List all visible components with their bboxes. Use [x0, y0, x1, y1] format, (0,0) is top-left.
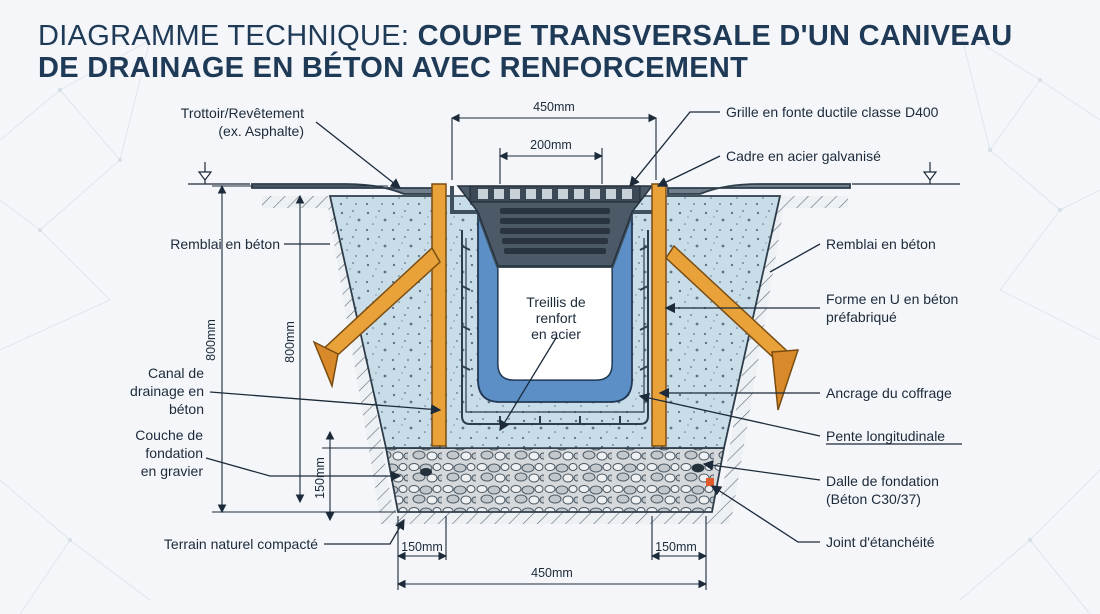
label-couche-1: Couche de	[135, 427, 203, 443]
dimension-offset-right: 150mm	[650, 516, 708, 590]
label-pente: Pente longitudinale	[826, 428, 945, 444]
dim-top-width-label: 450mm	[533, 100, 575, 114]
label-treillis-3: en acier	[531, 326, 581, 342]
leader-lines	[205, 111, 821, 545]
label-canal-1: Canal de	[148, 365, 204, 381]
dim-depth-outer-label: 800mm	[204, 319, 218, 361]
ductile-iron-grate	[469, 185, 641, 254]
label-couche-3: en gravier	[141, 463, 204, 479]
label-canal-2: drainage en	[130, 383, 204, 399]
label-couche-2: fondation	[145, 445, 203, 461]
label-grille: Grille en fonte ductile classe D400	[726, 104, 939, 120]
label-forme-1: Forme en U en béton	[826, 291, 958, 307]
title-prefix: DIAGRAMME TECHNIQUE:	[38, 20, 418, 52]
dim-offset-left-label: 150mm	[401, 540, 443, 554]
seal-joint-marker	[706, 478, 714, 486]
dimension-grate-width: 200mm	[498, 138, 604, 184]
title-main: COUPE TRANSVERSALE D'UN CANIVEAU DE DRAI…	[38, 20, 1013, 84]
dimension-depth-outer: 800mm	[204, 184, 396, 514]
dimension-bottom-width: 450mm	[396, 566, 708, 589]
page-title: DIAGRAMME TECHNIQUE: COUPE TRANSVERSALE …	[38, 20, 1038, 84]
label-ancrage: Ancrage du coffrage	[826, 385, 952, 401]
label-dalle-1: Dalle de fondation	[826, 473, 939, 489]
dimension-top-width: 450mm	[450, 100, 658, 180]
label-remblai-left: Remblai en béton	[170, 236, 280, 252]
label-trottoir-example: (ex. Asphalte)	[218, 123, 304, 139]
concrete-backfill	[328, 195, 441, 449]
label-treillis-1: Treillis de	[526, 294, 586, 310]
label-joint: Joint d'étanchéité	[826, 534, 935, 550]
dimension-offset-left: 150mm	[396, 516, 448, 590]
ground-level-symbol-right	[852, 162, 960, 185]
label-terrain: Terrain naturel compacté	[164, 536, 318, 552]
dim-bottom-width-label: 450mm	[531, 566, 573, 580]
label-dalle-2: (Béton C30/37)	[826, 491, 921, 507]
label-canal-3: béton	[169, 401, 204, 417]
dimension-depth-inner: 800mm	[283, 194, 305, 504]
dim-grate-width-label: 200mm	[530, 138, 572, 152]
dim-gravel-label: 150mm	[313, 457, 327, 499]
label-forme-2: préfabriqué	[826, 309, 897, 325]
gravel-foundation-layer	[384, 447, 726, 513]
natural-ground-hatching	[262, 196, 848, 524]
gravel-dark-stone	[420, 468, 432, 476]
steel-reinforcement-mesh	[461, 230, 649, 425]
dim-offset-right-label: 150mm	[655, 540, 697, 554]
label-treillis-2: renfort	[536, 310, 577, 326]
ground-level-symbol-left	[188, 162, 250, 185]
dim-depth-inner-label: 800mm	[283, 321, 297, 363]
label-remblai-right: Remblai en béton	[826, 236, 936, 252]
formwork-bracing	[312, 183, 800, 447]
label-trottoir: Trottoir/Revêtement	[181, 105, 304, 121]
label-cadre: Cadre en acier galvanisé	[726, 148, 881, 164]
gravel-dark-stone-right	[692, 464, 704, 472]
pavement-surface-right	[667, 183, 851, 195]
